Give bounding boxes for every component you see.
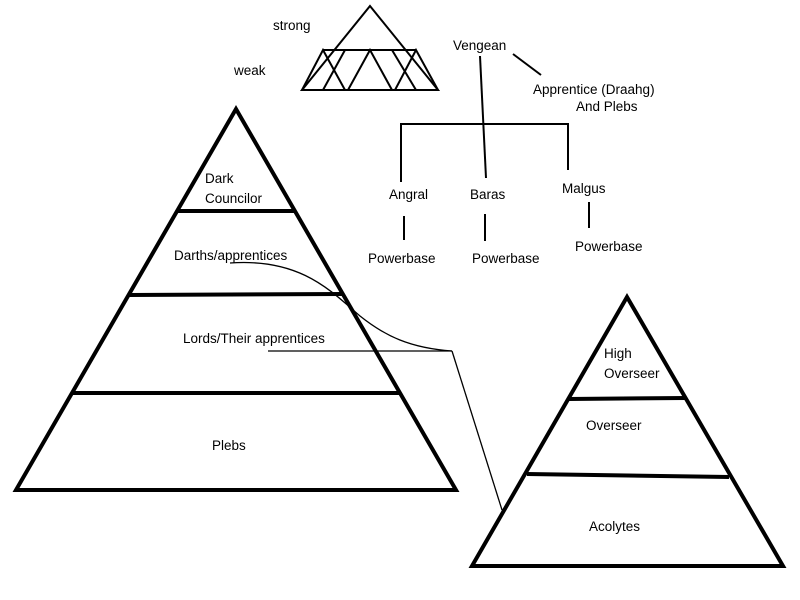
apprentice-label-line2: And Plebs xyxy=(576,99,638,114)
strength-legend: strong weak xyxy=(233,4,441,91)
weak-label: weak xyxy=(233,63,266,78)
branch-bar xyxy=(400,123,569,182)
baras-powerbase-label: Powerbase xyxy=(472,251,540,266)
branch-angral-label: Angral xyxy=(389,187,428,202)
tier-plebs-label: Plebs xyxy=(212,438,246,453)
malgus-powerbase-label: Powerbase xyxy=(575,239,643,254)
tier-high-overseer-line1: High xyxy=(604,346,632,361)
tier-acolytes-label: Acolytes xyxy=(589,519,640,534)
branch-malgus-label: Malgus xyxy=(562,181,606,196)
tier-darths-label: Darths/apprentices xyxy=(174,248,288,263)
tier-lords-label: Lords/Their apprentices xyxy=(183,331,325,346)
apprentice-label-line1: Apprentice (Draahg) xyxy=(533,82,655,97)
main-tier-divider-2 xyxy=(128,292,343,297)
org-chart: Vengean Apprentice (Draahg) And Plebs An… xyxy=(368,38,655,266)
tier-overseer-label: Overseer xyxy=(586,418,642,433)
branch-baras-label: Baras xyxy=(470,187,506,202)
sub-pyramid-outline xyxy=(468,293,787,568)
strong-label: strong xyxy=(273,18,311,33)
org-root-label: Vengean xyxy=(453,38,506,53)
root-trunk-line xyxy=(479,55,487,179)
legend-inner-triangle-right xyxy=(393,47,440,91)
legend-inner-triangle-left xyxy=(300,47,347,91)
legend-inner-triangle-middle xyxy=(346,47,394,91)
main-pyramid-outline xyxy=(12,105,460,492)
callout-curve xyxy=(229,261,453,352)
sub-tier-divider-2 xyxy=(526,472,730,479)
angral-powerbase-label: Powerbase xyxy=(368,251,436,266)
tier-dark-councilor-line2: Councilor xyxy=(205,191,263,206)
main-pyramid: Dark Councilor Darths/apprentices Lords/… xyxy=(12,105,460,492)
callout-diagonal-line xyxy=(451,350,503,511)
callout-connector xyxy=(229,261,503,511)
legend-inner-line xyxy=(391,49,417,91)
root-to-apprentice-line xyxy=(512,53,542,76)
sub-tier-divider-1 xyxy=(567,396,687,401)
tier-dark-councilor-line1: Dark xyxy=(205,171,234,186)
sub-pyramid: High Overseer Overseer Acolytes xyxy=(468,293,787,568)
tier-high-overseer-line2: Overseer xyxy=(604,366,660,381)
